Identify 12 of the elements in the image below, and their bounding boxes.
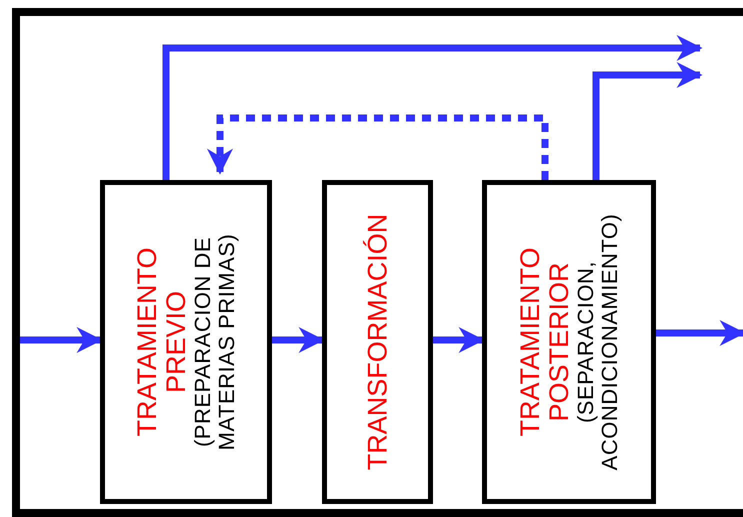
process-note: (SEPARACION, ACONDICIONAMIENTO) [574,212,622,472]
process-note: (PREPARACION DE MATERIAS PRIMAS) [191,232,239,452]
arrow [592,62,703,180]
process-box [482,180,656,504]
arrow [656,320,743,346]
process-title: TRATAMIENTO POSTERIOR [516,246,574,438]
process-title: TRANSFORMACIÓN [362,214,392,470]
process-title: TRATAMIENTO PREVIO [133,246,192,438]
arrow [162,35,703,180]
process-box [322,180,433,504]
dashed-arrow [207,114,548,180]
process-box [100,180,272,504]
